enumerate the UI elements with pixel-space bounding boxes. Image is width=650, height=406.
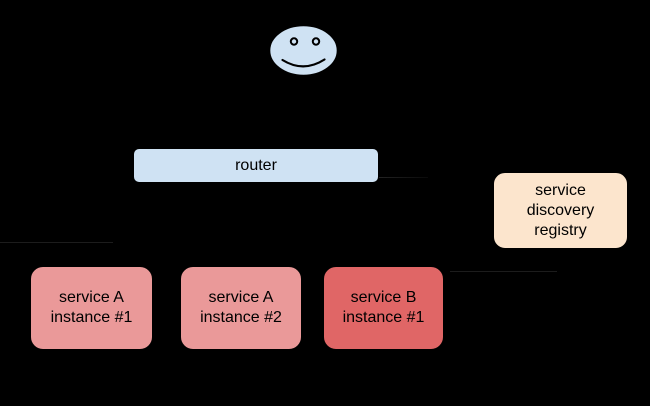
instance-label-line: instance #2: [200, 309, 282, 326]
registry-label-line: registry: [534, 221, 587, 239]
connector-router-to-registry: [379, 177, 428, 178]
instance-label-line: service B: [350, 289, 417, 306]
service-b-instance-1-node: service B instance #1: [323, 266, 444, 350]
instance-label-line: instance #1: [342, 309, 425, 326]
connector-registry-to-instance: [450, 271, 557, 272]
client-node: [268, 24, 339, 77]
service-discovery-registry-node: service discovery registry: [493, 172, 628, 249]
router-node: router: [133, 148, 379, 183]
registry-label-line: discovery: [526, 201, 595, 219]
instance-label-line: service A: [59, 289, 124, 306]
router-label: router: [235, 156, 277, 174]
registry-label-line: service: [535, 181, 586, 199]
service-a-instance-1-node: service A instance #1: [30, 266, 153, 350]
instance-label-line: instance #1: [50, 309, 133, 326]
service-a-instance-2-node: service A instance #2: [180, 266, 302, 350]
smiley-face-icon: [268, 24, 339, 77]
connector-left-edge: [0, 242, 113, 243]
instance-label-line: service A: [208, 289, 274, 306]
